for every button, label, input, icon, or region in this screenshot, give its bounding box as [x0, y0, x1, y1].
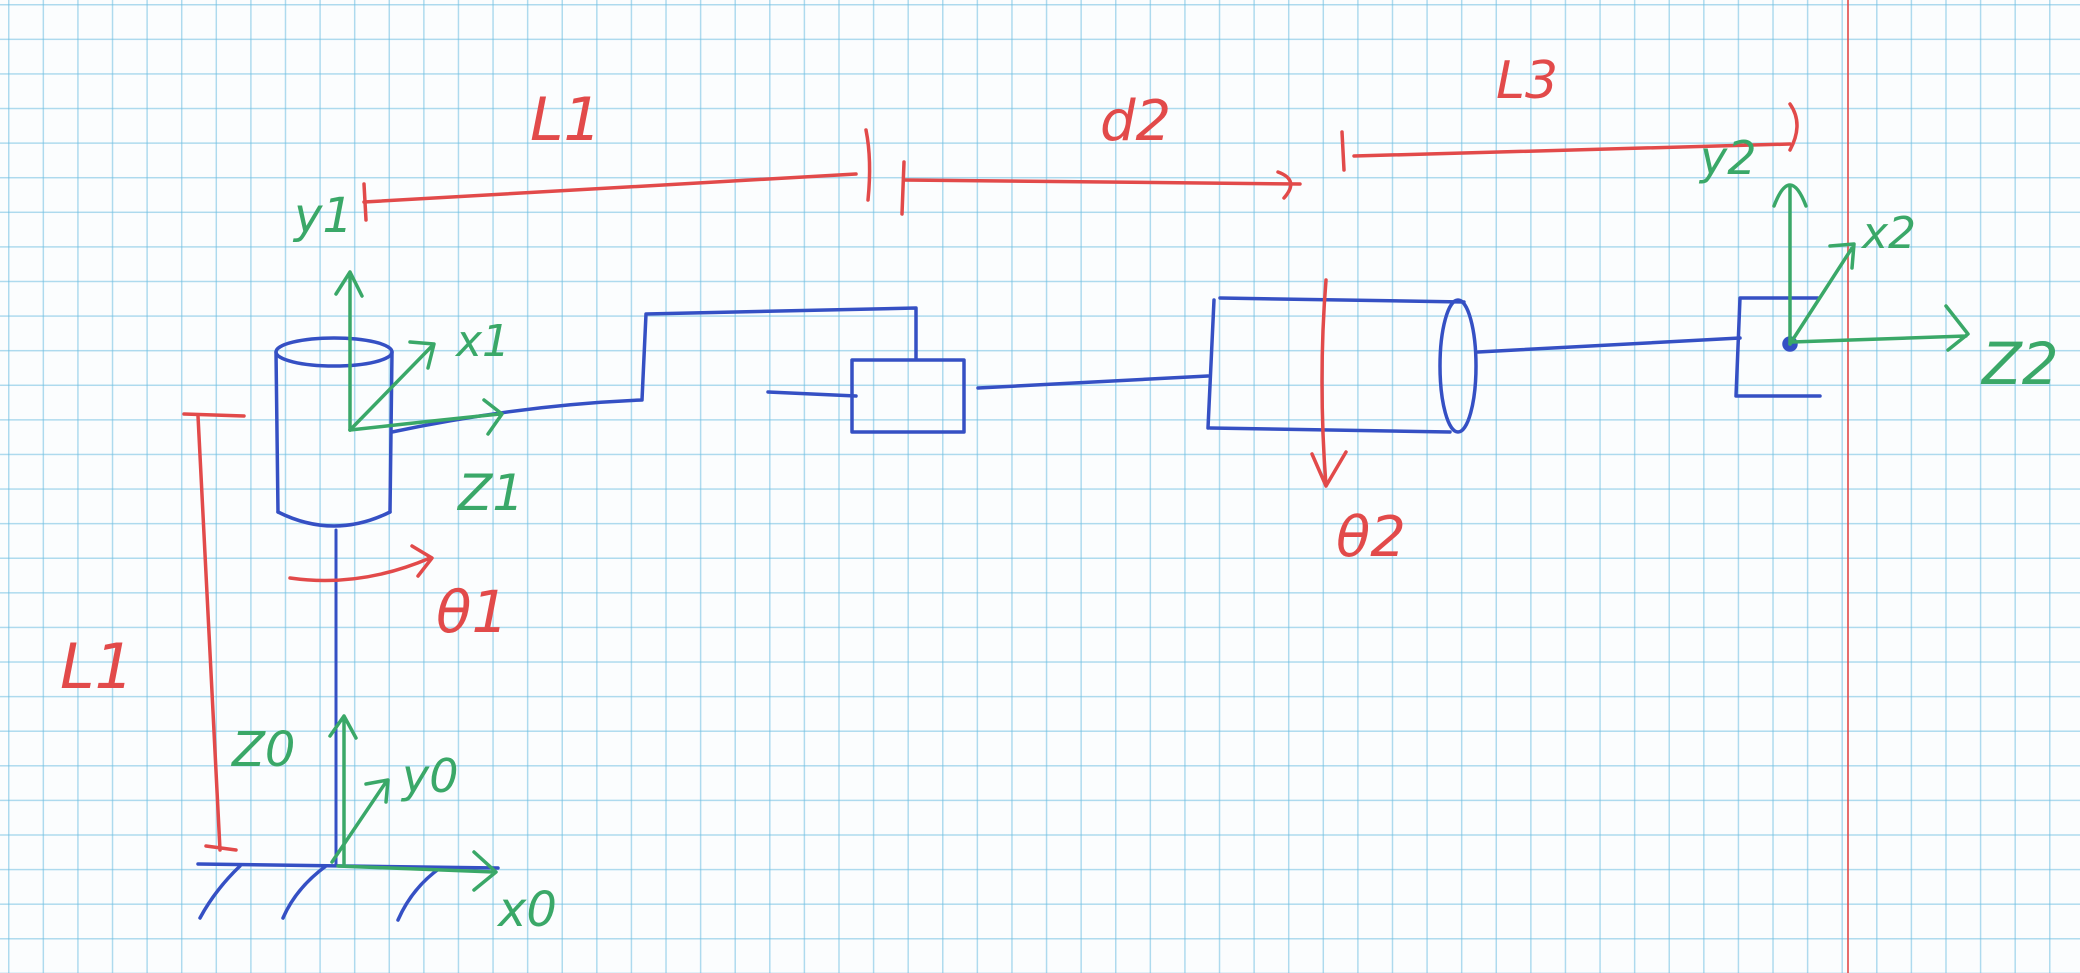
label-z1: Z1	[456, 464, 524, 522]
coordinate-frames	[328, 183, 1970, 892]
dimension-lines	[182, 102, 1799, 852]
end-effector	[1734, 296, 1822, 398]
dimension-labels: L1 d2 L3 L1 θ1 θ2	[60, 51, 1558, 703]
label-L1-top: L1	[530, 85, 602, 155]
dim-L3	[1352, 142, 1792, 158]
label-d2: d2	[1100, 89, 1171, 154]
label-theta1: θ1	[436, 578, 508, 646]
label-x1: x1	[454, 316, 510, 367]
link-3	[1476, 336, 1742, 354]
label-L1-vertical: L1	[60, 630, 134, 703]
frame-1-axes	[334, 270, 504, 436]
label-L3: L3	[1496, 51, 1558, 111]
label-y1: y1	[292, 188, 353, 244]
prismatic-slider	[766, 390, 858, 398]
frame-0-axes	[328, 714, 498, 892]
prismatic-joint	[850, 358, 966, 434]
theta2-arrow	[1310, 278, 1348, 488]
label-theta2: θ2	[1336, 505, 1406, 570]
label-x2: x2	[1860, 208, 1916, 259]
ground-hatch	[198, 864, 442, 922]
dim-L1-top	[362, 172, 858, 204]
revolute-joint-2	[1206, 296, 1478, 434]
label-z2: Z2	[1980, 330, 2059, 398]
label-y0: y0	[400, 749, 459, 803]
frame-labels: Z0 y0 x0 y1 x1 Z1 y2 x2 Z2	[230, 131, 2059, 938]
dim-d2	[902, 178, 1302, 186]
revolute-joint-1	[274, 336, 394, 528]
label-z0: Z0	[230, 722, 295, 778]
frame-2-axes	[1772, 183, 1970, 352]
label-y2: y2	[1698, 131, 1757, 185]
link-1	[390, 306, 918, 434]
robot-arm-drawing	[196, 296, 1822, 922]
dim-L1-vertical	[196, 414, 222, 852]
label-x0: x0	[496, 882, 557, 938]
link-2	[976, 374, 1210, 390]
theta1-arrow	[288, 544, 434, 583]
